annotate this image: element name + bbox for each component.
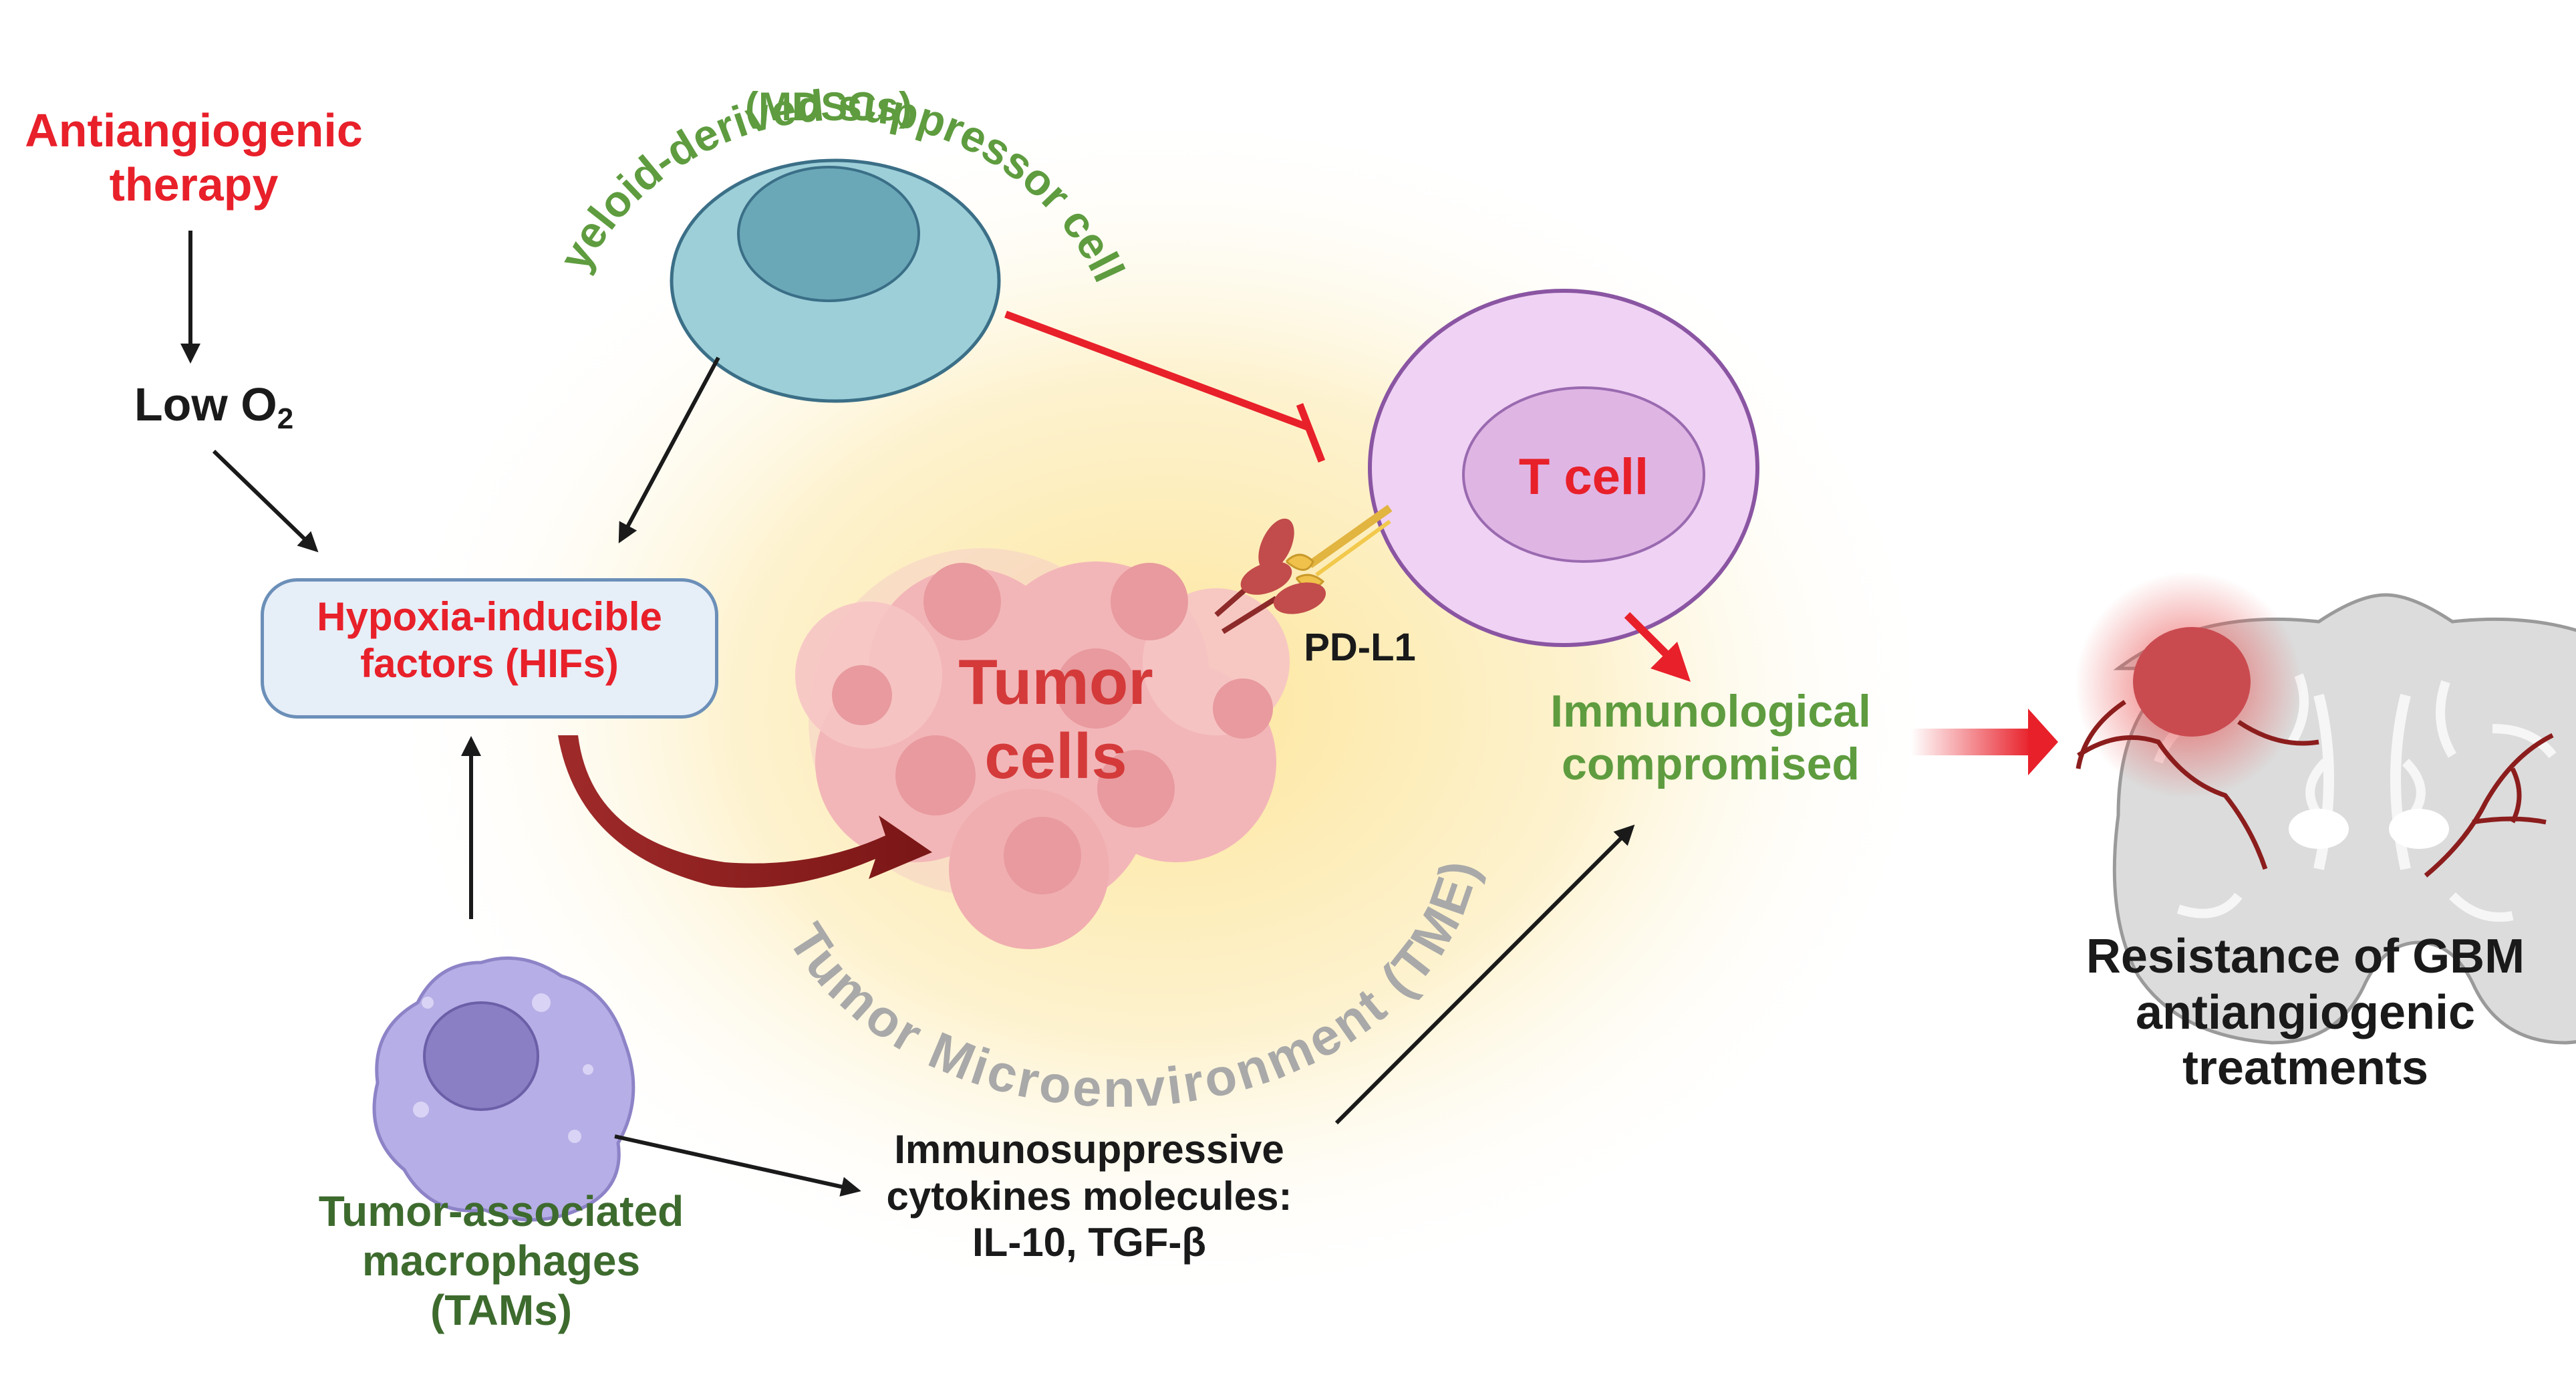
tam-cell (372, 956, 635, 1222)
mdsc-cell (670, 158, 1001, 403)
hif-label: Hypoxia-inducible factors (HIFs) (317, 594, 662, 686)
tumor-cells-label: Tumor cells (958, 646, 1153, 793)
cytokines-label: Immunosuppressive cytokines molecules: I… (886, 1127, 1292, 1265)
tams-label: Tumor-associated macrophages (TAMs) (318, 1187, 684, 1335)
pd-l1-receptor (1214, 505, 1393, 634)
tumor-cluster (795, 548, 1290, 949)
brain-illustration (2075, 572, 2576, 1045)
immunological-compromised-label: Immunological compromised (1550, 686, 1871, 789)
t-cell (1368, 289, 1759, 647)
low-o2-text: Low O (134, 378, 277, 430)
hif-box (261, 578, 718, 719)
t-cell-label: T cell (1518, 449, 1649, 505)
antiangiogenic-therapy-label: Antiangiogenic therapy (25, 104, 363, 211)
mdsc-abbr-label: (MDSCs) (745, 84, 912, 129)
low-o2-subscript: 2 (277, 402, 294, 435)
resistance-label: Resistance of GBM antiangiogenic treatme… (2086, 930, 2525, 1096)
low-o2-label: Low O2 (107, 378, 321, 436)
pd-l1-label: PD-L1 (1304, 626, 1416, 669)
connector-arrows (180, 231, 2058, 1197)
